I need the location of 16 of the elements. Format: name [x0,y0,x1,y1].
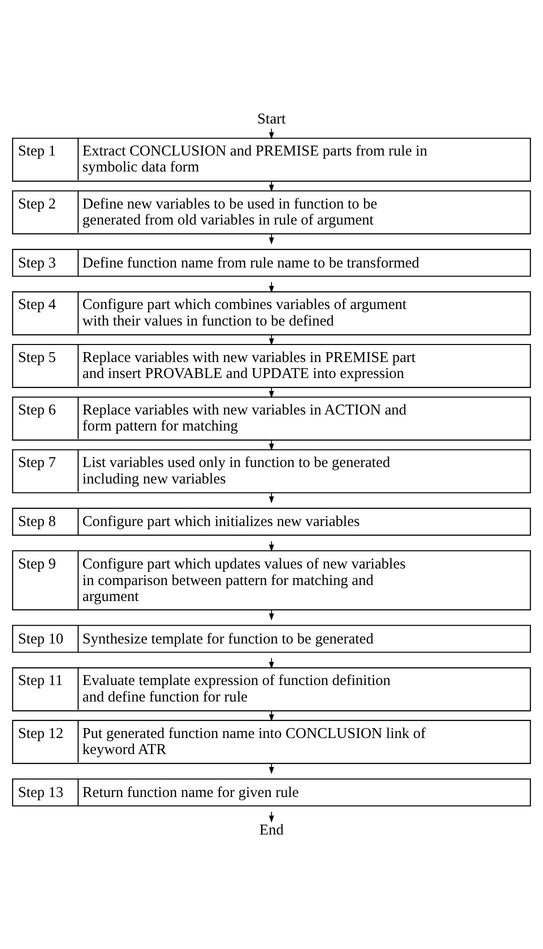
node-text: Start [257,110,286,127]
arrow [269,128,274,139]
node-text: End [259,822,284,838]
arrow [269,281,274,292]
arrow [269,540,274,552]
arrow [269,811,274,822]
arrow [269,334,274,346]
arrow [269,180,274,192]
arrow [269,439,274,450]
arrow [269,386,274,398]
arrow [269,608,274,620]
arrow [269,762,274,774]
arrow [269,232,274,244]
arrow [269,710,274,721]
arrow [269,657,274,668]
arrow [269,492,274,503]
